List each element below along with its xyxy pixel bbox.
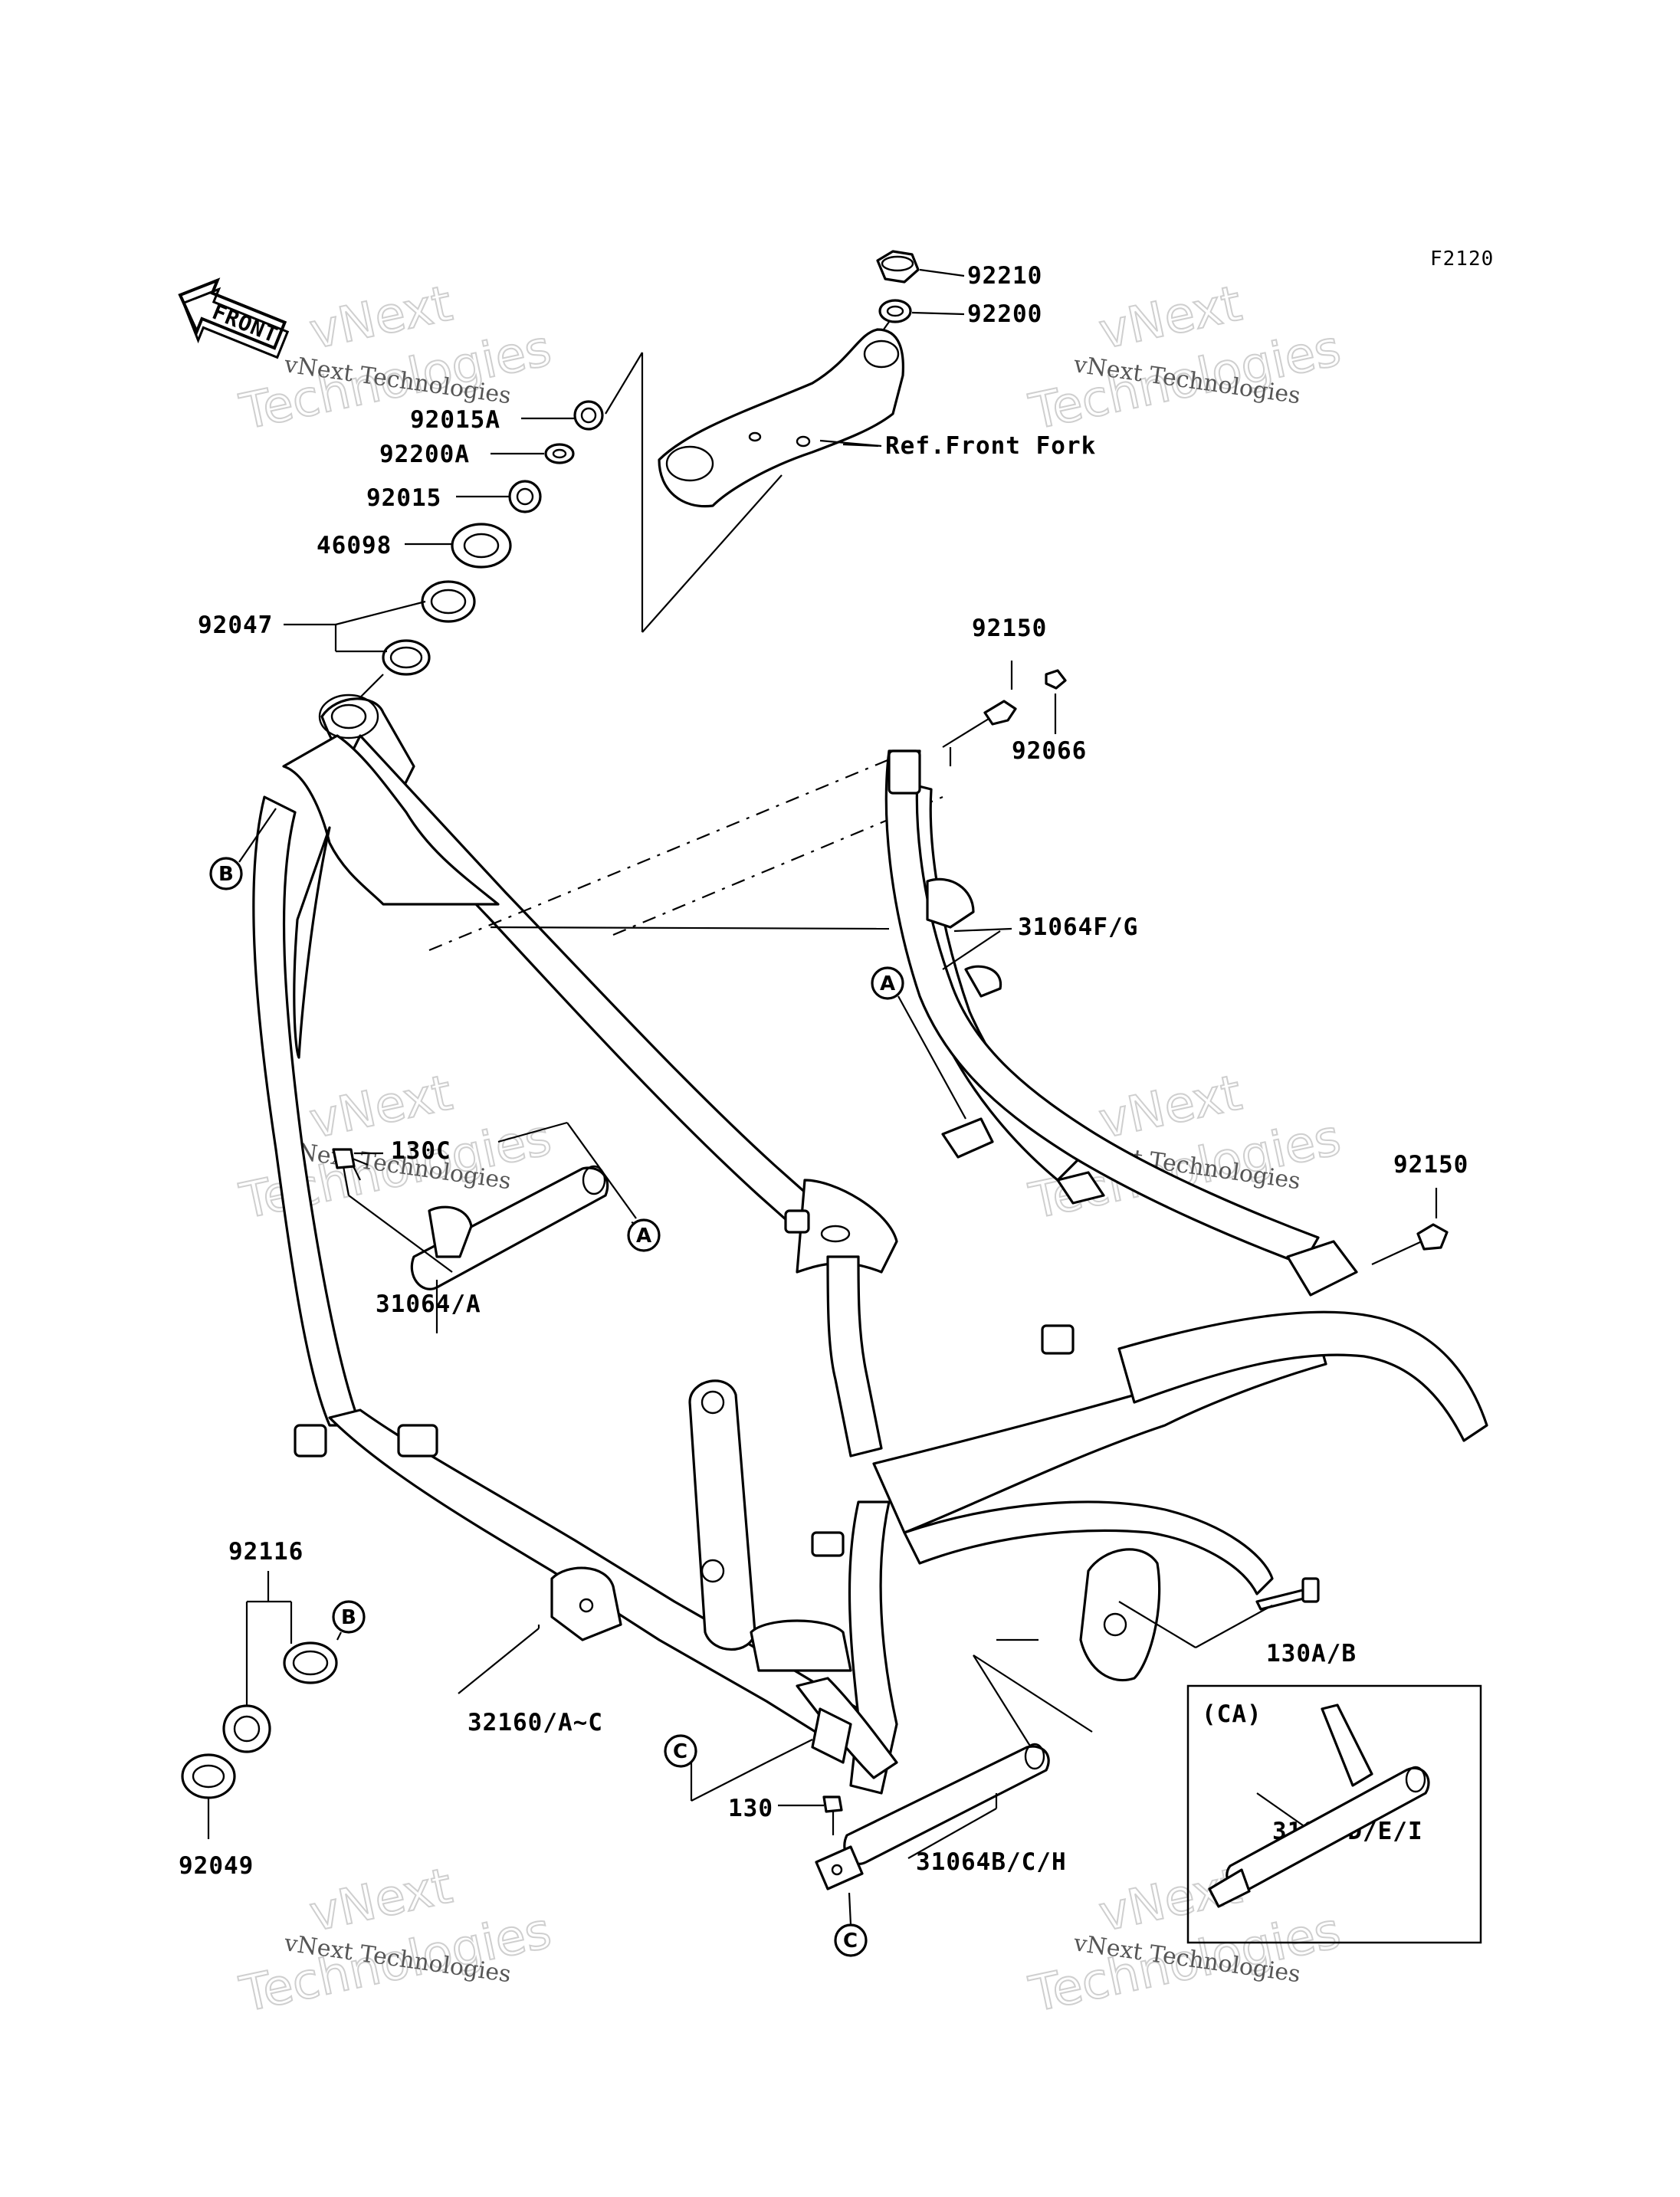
inset-ca: (CA) (1186, 1684, 1482, 1944)
bolt-92150-right (1371, 1188, 1449, 1265)
label-92210: 92210 (967, 262, 1042, 290)
watermark-bottom-right: vNext Technologies vNext Technologies (1024, 1857, 1347, 2024)
label-92049: 92049 (179, 1852, 254, 1880)
marker-c-bottom: C (834, 1892, 868, 1957)
svg-text:C: C (843, 1930, 858, 1953)
label-130ab: 130A/B (1266, 1640, 1357, 1667)
inset-title: (CA) (1202, 1700, 1262, 1728)
label-32160: 32160/A~C (468, 1709, 603, 1736)
bolt-130ab (1118, 1577, 1320, 1648)
cross-tube-31064a (348, 1121, 637, 1333)
label-31064fg: 31064F/G (1018, 913, 1138, 941)
label-46098: 46098 (317, 532, 392, 559)
lower-stem-parts (181, 1571, 338, 1839)
diagram-code: F2120 (1430, 248, 1494, 271)
marker-b-bottom: B (332, 1600, 366, 1641)
marker-a-right: A (871, 966, 966, 1120)
svg-text:A: A (880, 972, 895, 995)
watermark-top-left: vNext Technologies vNext Technologies (235, 274, 557, 441)
right-rail-31064fg (884, 749, 1358, 1297)
marker-b-top: B (209, 808, 277, 890)
front-arrow-icon: FRONT (178, 277, 290, 359)
label-92150-top: 92150 (972, 615, 1047, 642)
main-frame (252, 694, 1488, 1795)
label-92047: 92047 (198, 612, 273, 639)
label-130c: 130C (391, 1137, 451, 1165)
cross-tube-31064bch (815, 1638, 1093, 1890)
svg-text:B: B (341, 1606, 356, 1629)
label-130: 130 (728, 1795, 773, 1822)
steering-parts (284, 250, 965, 702)
label-92116: 92116 (228, 1538, 304, 1566)
leader-lines (458, 443, 1304, 1859)
label-31064a: 31064/A (376, 1290, 481, 1318)
label-ref-front-fork: Ref.Front Fork (885, 432, 1096, 460)
label-92150-right: 92150 (1393, 1151, 1468, 1179)
label-31064bch: 31064B/C/H (916, 1848, 1067, 1876)
svg-text:A: A (636, 1225, 651, 1248)
label-92200a: 92200A (379, 441, 470, 468)
watermark-top-right: vNext Technologies vNext Technologies (1024, 274, 1347, 441)
svg-text:C: C (673, 1740, 687, 1763)
bolt-92150-top (942, 661, 1067, 748)
bolt-130 (822, 1795, 843, 1835)
label-92066: 92066 (1012, 737, 1087, 765)
label-92200: 92200 (967, 300, 1042, 328)
bolt-130c (332, 1148, 453, 1273)
marker-a-left: A (627, 1218, 661, 1252)
watermark-bottom-left: vNext Technologies vNext Technologies (235, 1857, 557, 2024)
label-92015a: 92015A (410, 406, 500, 434)
marker-c-left: C (664, 1734, 813, 1802)
svg-text:B: B (218, 863, 234, 886)
label-92015: 92015 (366, 484, 441, 512)
